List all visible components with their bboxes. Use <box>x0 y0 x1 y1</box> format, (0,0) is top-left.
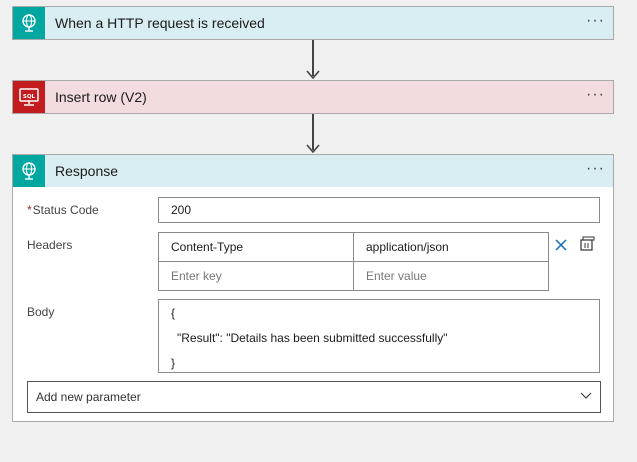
insert-row-card[interactable]: SQL Insert row (V2) ··· <box>12 80 614 114</box>
insert-row-card-header[interactable]: SQL Insert row (V2) ··· <box>13 81 613 113</box>
header-key-value: Content-Type <box>171 240 244 254</box>
http-globe-icon <box>13 7 45 39</box>
header-key-placeholder: Enter key <box>171 269 222 283</box>
insert-row-title: Insert row (V2) <box>55 89 147 105</box>
trigger-more-menu[interactable]: ··· <box>586 12 605 29</box>
new-header-value-input[interactable]: Enter value <box>353 261 549 291</box>
status-code-label-text: Status Code <box>32 203 99 217</box>
response-card[interactable]: Response ··· *Status Code 200 Headers Co… <box>12 154 614 422</box>
status-code-label: *Status Code <box>27 203 99 217</box>
sql-server-icon: SQL <box>13 81 45 113</box>
chevron-down-icon <box>580 392 592 399</box>
connector-line <box>312 40 314 76</box>
body-line: } <box>171 356 176 370</box>
headers-label: Headers <box>27 238 73 252</box>
header-key-input[interactable]: Content-Type <box>158 232 354 262</box>
trigger-card-header[interactable]: When a HTTP request is received ··· <box>13 7 613 39</box>
connector-arrow-icon <box>306 144 320 153</box>
header-value-input[interactable]: application/json <box>353 232 549 262</box>
add-new-parameter-dropdown[interactable]: Add new parameter <box>27 381 601 413</box>
header-value-placeholder: Enter value <box>366 269 427 283</box>
response-more-menu[interactable]: ··· <box>586 160 605 177</box>
status-code-input[interactable]: 200 <box>158 197 600 223</box>
trigger-title: When a HTTP request is received <box>55 15 265 31</box>
insert-row-more-menu[interactable]: ··· <box>586 86 605 103</box>
switch-to-text-mode-icon[interactable] <box>579 236 595 252</box>
body-input[interactable]: { "Result": "Details has been submitted … <box>158 299 600 373</box>
body-label: Body <box>27 305 55 319</box>
header-value-value: application/json <box>366 240 449 254</box>
add-new-parameter-label: Add new parameter <box>36 390 141 404</box>
body-line: { <box>171 306 176 320</box>
response-globe-icon <box>13 155 45 187</box>
required-mark: * <box>27 203 32 217</box>
sql-icon-text: SQL <box>23 94 36 100</box>
delete-header-icon[interactable] <box>554 238 568 252</box>
body-line: "Result": "Details has been submitted su… <box>177 331 448 345</box>
connector-line <box>312 114 314 150</box>
connector-arrow-icon <box>306 70 320 79</box>
status-code-value: 200 <box>171 203 192 217</box>
response-title: Response <box>55 163 119 179</box>
new-header-key-input[interactable]: Enter key <box>158 261 354 291</box>
response-card-header[interactable]: Response ··· <box>13 155 613 187</box>
trigger-card[interactable]: When a HTTP request is received ··· <box>12 6 614 40</box>
